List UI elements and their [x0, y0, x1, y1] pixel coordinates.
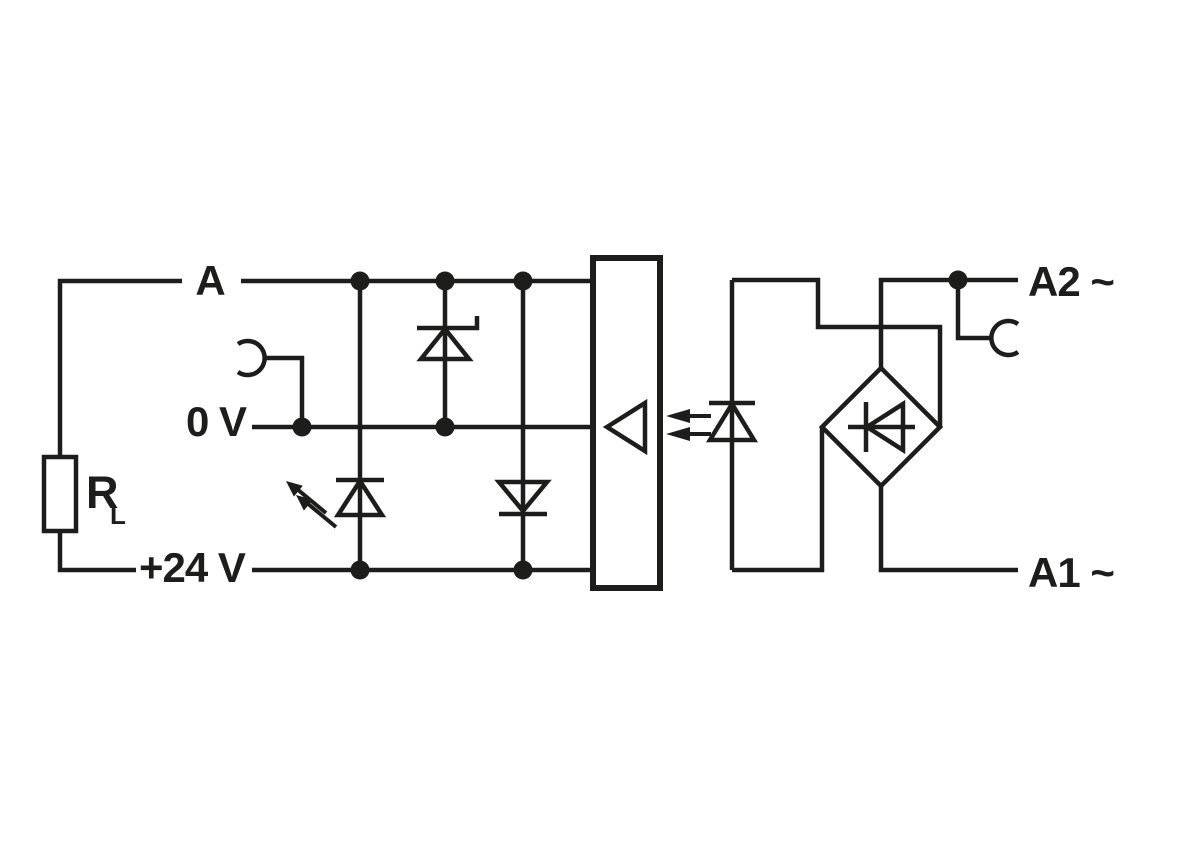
optocoupler-led-icon	[705, 399, 759, 443]
protection-diode-branch	[494, 281, 552, 570]
resistor-body	[41, 454, 79, 534]
opto-led-triangle	[705, 399, 759, 443]
input-block-body	[590, 255, 663, 591]
arrow-head-1	[286, 481, 303, 497]
junction-dot	[350, 560, 370, 580]
bridge-rectifier-icon	[818, 364, 944, 490]
plug-in-contact-left	[236, 338, 305, 427]
label-resistor-subscript: L	[110, 500, 126, 530]
arrow-head-left-2	[666, 427, 690, 441]
label-terminal-a2: A2 ~	[1028, 258, 1114, 305]
diode-icon	[494, 479, 552, 517]
zener-triangle	[416, 325, 474, 362]
optocoupler-receiver	[590, 255, 663, 591]
label-0v: 0 V	[186, 398, 247, 445]
wire-contact-stub-a2	[955, 280, 991, 341]
light-coupling-arrows-icon	[666, 409, 711, 441]
label-terminal-a1: A1 ~	[1028, 549, 1114, 596]
junction-dot	[292, 417, 312, 437]
receiver-triangle-icon	[602, 398, 648, 456]
junction-dot	[435, 271, 455, 291]
zener-diode-icon	[416, 316, 480, 362]
wire-contact-stub	[264, 355, 305, 427]
wire-a-to-resistor	[57, 278, 182, 457]
zener-branch	[416, 281, 480, 427]
zener-cathode-bar	[417, 316, 480, 331]
bridge-diamond	[818, 364, 944, 490]
led-triangle	[333, 476, 387, 518]
junction-dot	[513, 271, 533, 291]
wire-resistor-to-24v	[57, 531, 136, 573]
junction-dot	[435, 417, 455, 437]
ac-input-circuit	[705, 277, 1020, 573]
label-input-a: A	[195, 257, 225, 304]
junction-dots	[292, 270, 968, 580]
load-resistor-loop	[41, 278, 182, 573]
wire-bridge-right-link	[732, 277, 943, 427]
junction-dot	[350, 271, 370, 291]
junction-dot	[513, 560, 533, 580]
light-emission-arrows-icon	[286, 481, 338, 529]
contact-arc-icon	[236, 338, 267, 378]
plug-in-contact-right-icon	[989, 318, 1020, 358]
arrow-head-2	[296, 495, 313, 511]
wire-a2	[878, 277, 1018, 368]
wire-a1	[878, 486, 1018, 573]
arrow-tail-2	[305, 501, 338, 529]
labels: A 0 V +24 V R L A2 ~ A1 ~	[86, 257, 1115, 596]
diode-triangle	[494, 479, 552, 515]
led-icon	[333, 476, 387, 518]
label-resistor: R	[86, 467, 118, 518]
arrow-head-left-1	[666, 409, 690, 423]
label-plus-24v: +24 V	[139, 544, 246, 591]
status-led-branch	[286, 281, 387, 570]
wire-bridge-left-link	[732, 427, 825, 573]
bridge-diode-triangle	[862, 399, 906, 455]
